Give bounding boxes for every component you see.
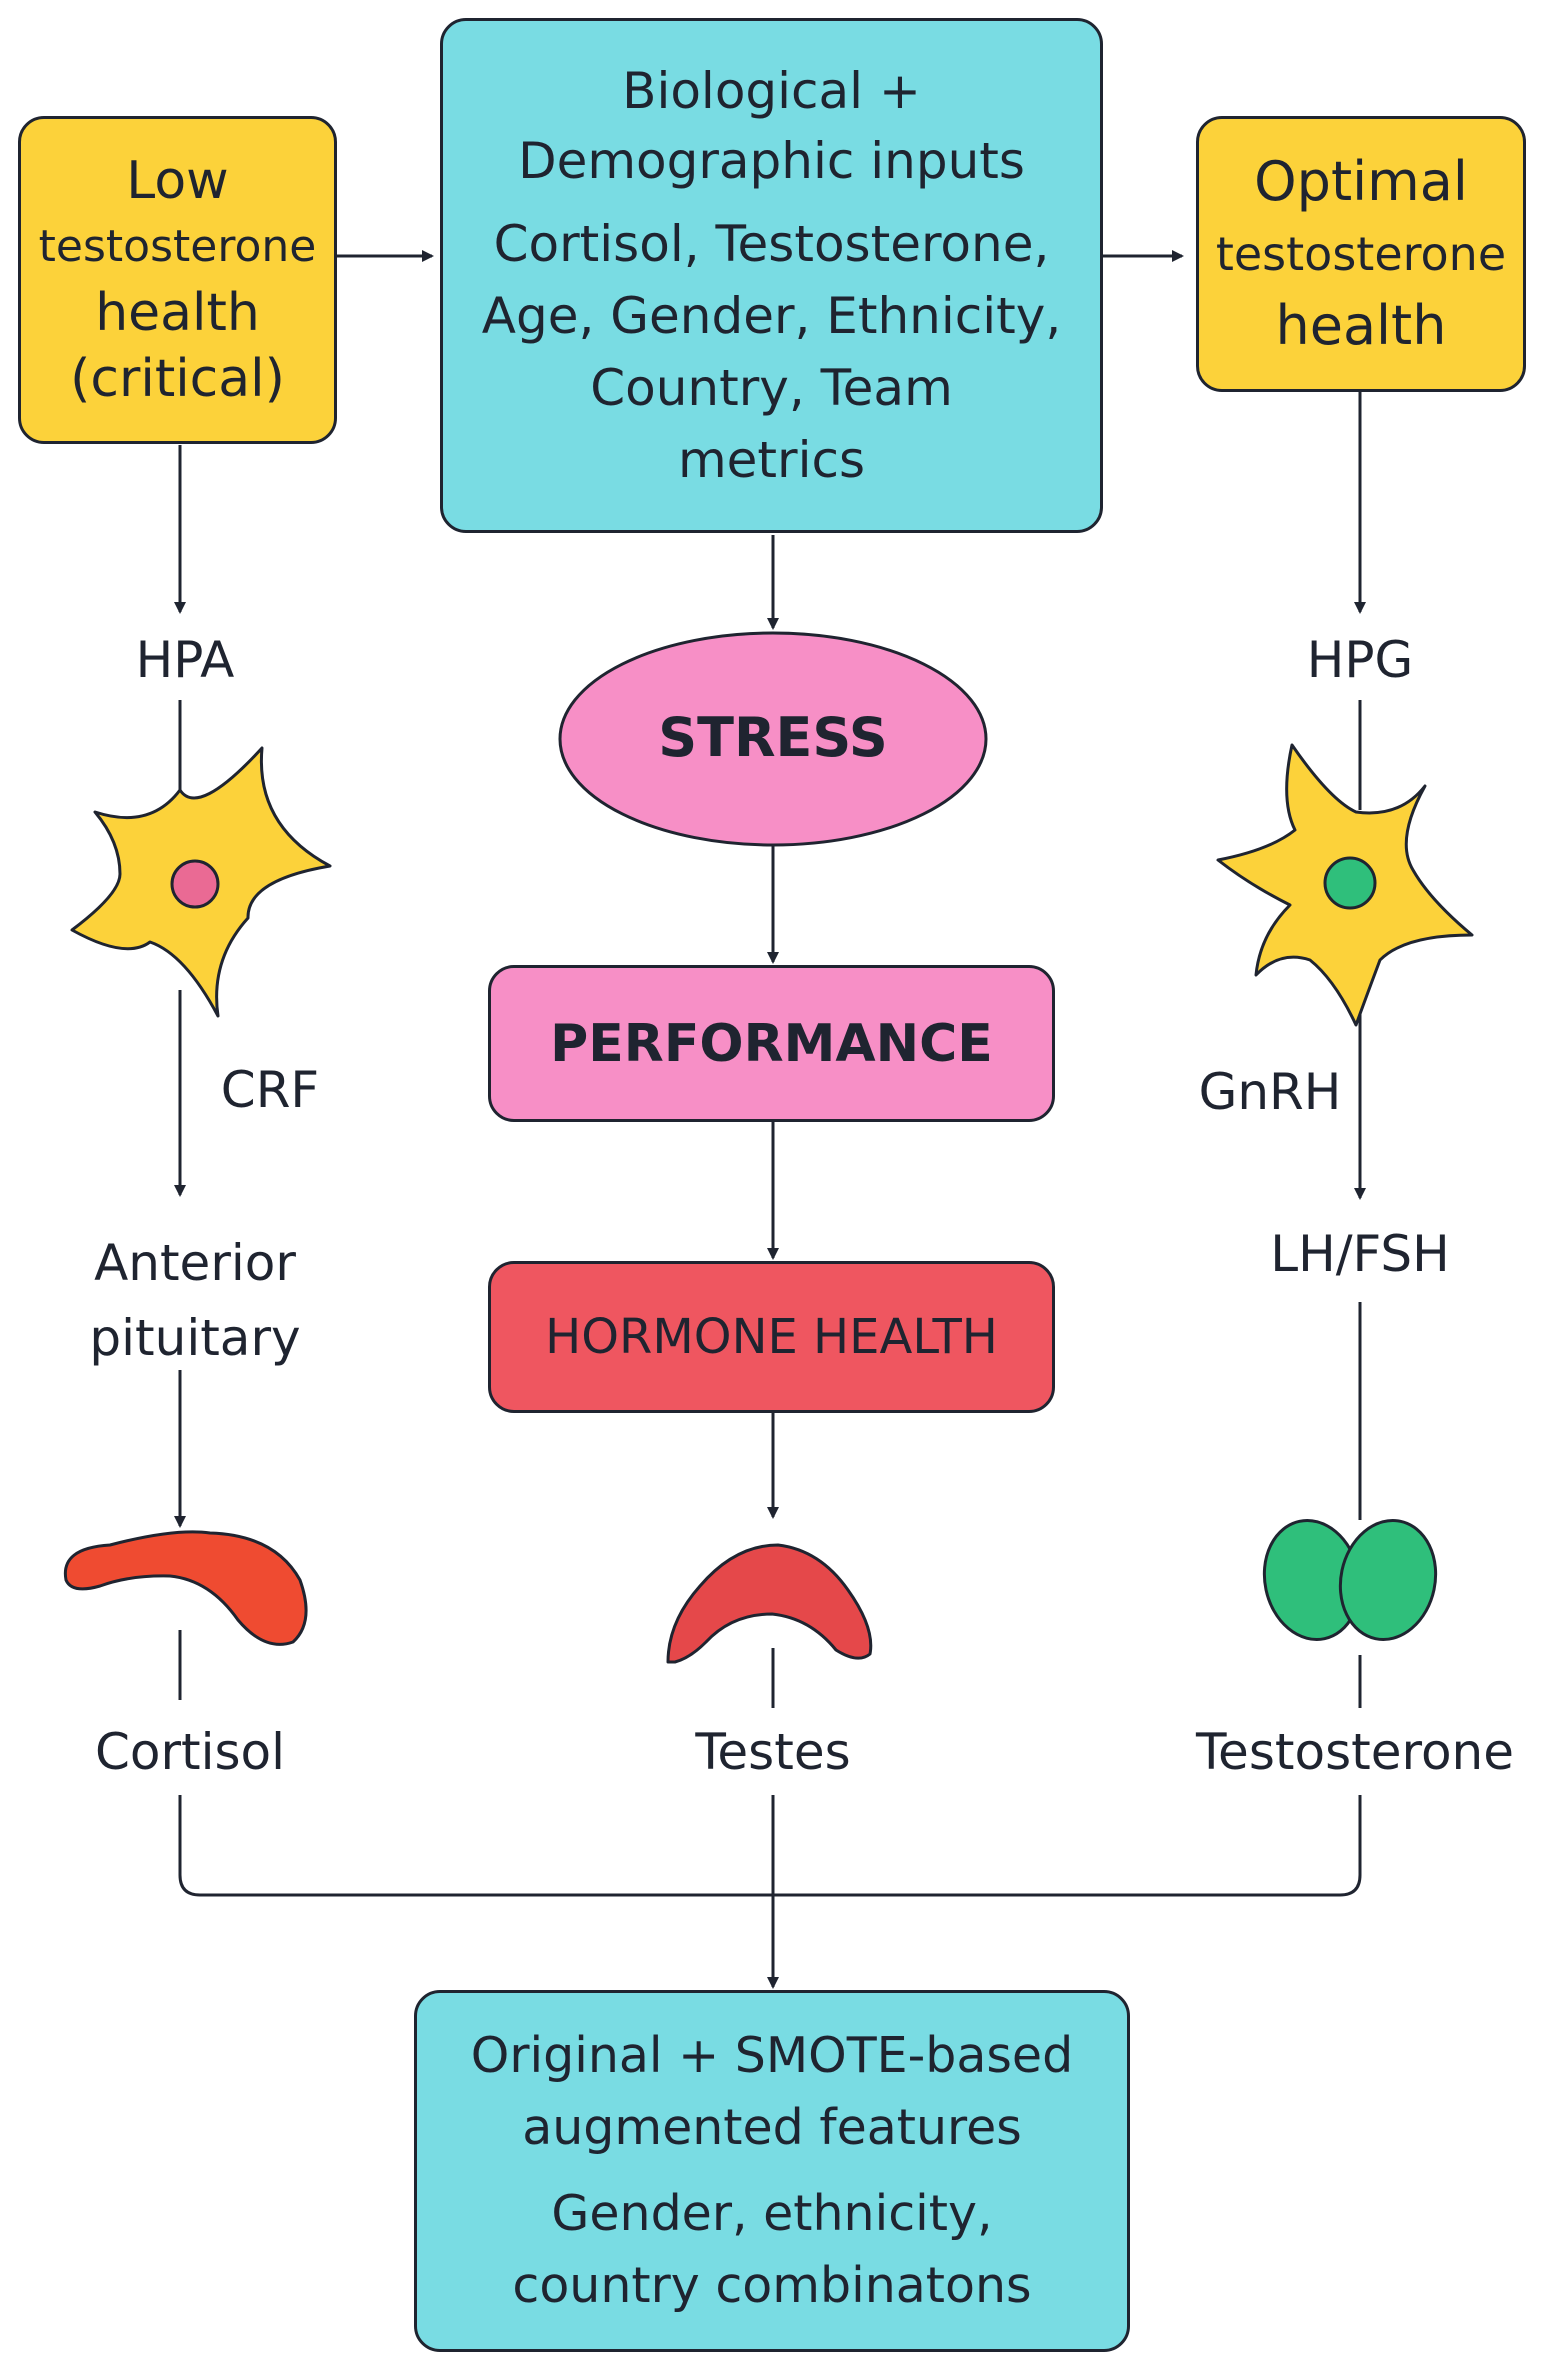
inputs-box: Biological + Demographic inputs Cortisol… — [440, 18, 1103, 533]
optimal-testosterone-line3: health — [1275, 294, 1447, 357]
output-body: Gender, ethnicity, country combinatons — [512, 2185, 1032, 2314]
crf-label: CRF — [220, 1061, 320, 1119]
hpa-neuron-icon — [70, 746, 332, 1018]
hpa-label: HPA — [135, 631, 235, 689]
output-box: Original + SMOTE-based augmented feature… — [414, 1990, 1130, 2352]
hpg-label: HPG — [1306, 631, 1414, 689]
output-title: Original + SMOTE-based augmented feature… — [470, 2027, 1074, 2156]
hormone-health-box: HORMONE HEALTH — [488, 1261, 1055, 1413]
hormone-health-label: HORMONE HEALTH — [545, 1309, 998, 1365]
adrenal-icon — [63, 1530, 308, 1646]
low-testosterone-line3: health — [95, 283, 260, 343]
stress-label: STRESS — [658, 706, 888, 769]
low-testosterone-line2: testosterone — [38, 221, 317, 272]
testes-label: Testes — [695, 1723, 851, 1781]
inputs-title: Biological + Demographic inputs — [518, 61, 1025, 190]
optimal-testosterone-box: Optimal testosterone health — [1196, 116, 1526, 392]
lh-fsh-label: LH/FSH — [1270, 1225, 1450, 1283]
hpg-neuron-icon — [1216, 743, 1474, 1027]
merge-connector — [178, 1795, 1362, 1897]
performance-label: PERFORMANCE — [550, 1013, 993, 1074]
low-testosterone-box: Low testosterone health (critical) — [18, 116, 337, 444]
cortisol-label: Cortisol — [94, 1723, 286, 1781]
performance-box: PERFORMANCE — [488, 965, 1055, 1122]
optimal-testosterone-line2: testosterone — [1215, 227, 1507, 281]
inputs-body: Cortisol, Testosterone, Age, Gender, Eth… — [481, 214, 1062, 489]
optimal-testosterone-line1: Optimal — [1254, 150, 1468, 213]
stress-ellipse — [558, 631, 988, 847]
anterior-pituitary-label: Anterior pituitary — [89, 1234, 301, 1367]
testes-icon — [666, 1543, 873, 1664]
testosterone-gland-icon — [1262, 1519, 1438, 1641]
testosterone-label: Testosterone — [1196, 1723, 1514, 1781]
gnrh-label: GnRH — [1198, 1063, 1342, 1121]
low-testosterone-line4: (critical) — [70, 349, 285, 409]
low-testosterone-line1: Low — [126, 151, 229, 211]
